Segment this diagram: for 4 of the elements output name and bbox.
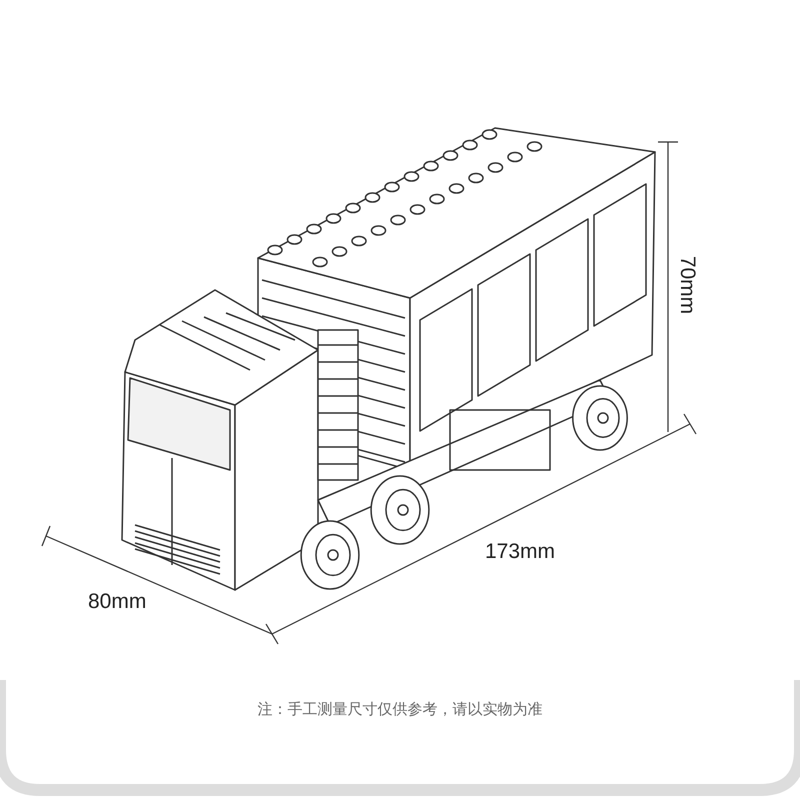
- note: 注：手工测量尺寸仅供参考，请以实物为准: [256, 700, 544, 719]
- dimension-label: 70mm: [675, 256, 700, 314]
- dimension-label: 173mm: [485, 540, 556, 564]
- dimension-label: 80mm: [88, 590, 146, 614]
